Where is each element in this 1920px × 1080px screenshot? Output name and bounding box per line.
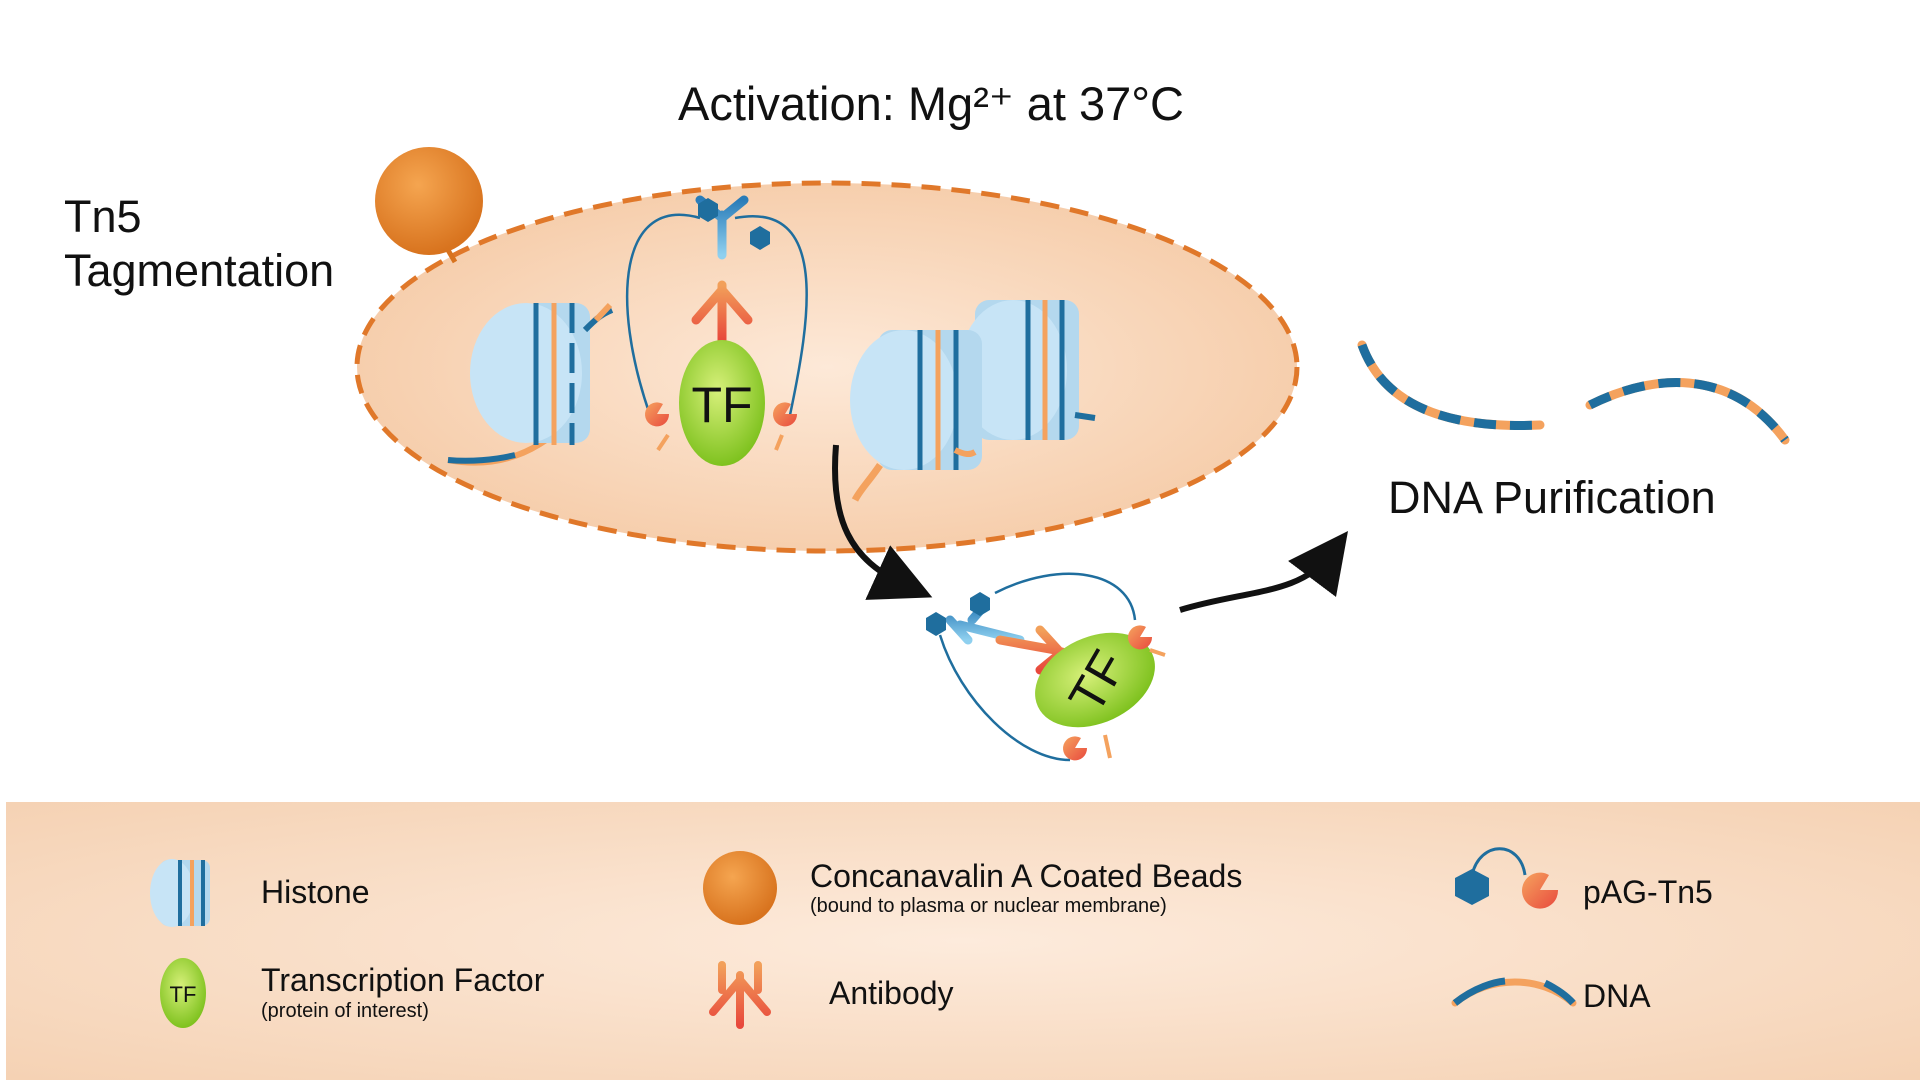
legend-bead-icon bbox=[703, 851, 777, 925]
legend-tf-label: Transcription Factor bbox=[261, 962, 545, 998]
purification-label: DNA Purification bbox=[1388, 472, 1716, 523]
cell-membrane bbox=[354, 180, 1300, 554]
legend-histone-icon bbox=[150, 859, 210, 927]
legend-beads-label: Concanavalin A Coated Beads bbox=[810, 858, 1243, 894]
tf-complex-cell: TF bbox=[625, 195, 808, 466]
legend-dna-label: DNA bbox=[1583, 978, 1651, 1014]
activation-title: Activation: Mg²⁺ at 37°C bbox=[678, 77, 1184, 130]
legend-pag-icon bbox=[1455, 847, 1559, 909]
tf-complex-released: TF bbox=[926, 572, 1166, 762]
nucleosome-right bbox=[850, 300, 1096, 502]
legend-pag-label: pAG-Tn5 bbox=[1583, 874, 1713, 910]
nucleosome-left bbox=[447, 302, 614, 466]
legend-histone-label: Histone bbox=[261, 874, 370, 910]
bead-tether bbox=[445, 248, 458, 264]
legend-tf-icon: TF bbox=[160, 958, 206, 1028]
purification-arrow bbox=[1179, 531, 1349, 613]
tf-label-cell: TF bbox=[691, 377, 752, 433]
release-arrow bbox=[832, 444, 933, 600]
legend-panel bbox=[6, 802, 1920, 1080]
dna-fragment-2 bbox=[1585, 378, 1790, 445]
legend-tf-sublabel: (protein of interest) bbox=[261, 1000, 429, 1022]
legend-beads-sublabel: (bound to plasma or nuclear membrane) bbox=[810, 895, 1167, 917]
conA-bead bbox=[375, 147, 483, 255]
legend-antibody-label: Antibody bbox=[829, 975, 954, 1011]
step-label: Tn5 Tagmentation bbox=[64, 191, 335, 296]
legend-antibody-icon bbox=[709, 961, 771, 1029]
svg-text:TF: TF bbox=[170, 982, 197, 1007]
